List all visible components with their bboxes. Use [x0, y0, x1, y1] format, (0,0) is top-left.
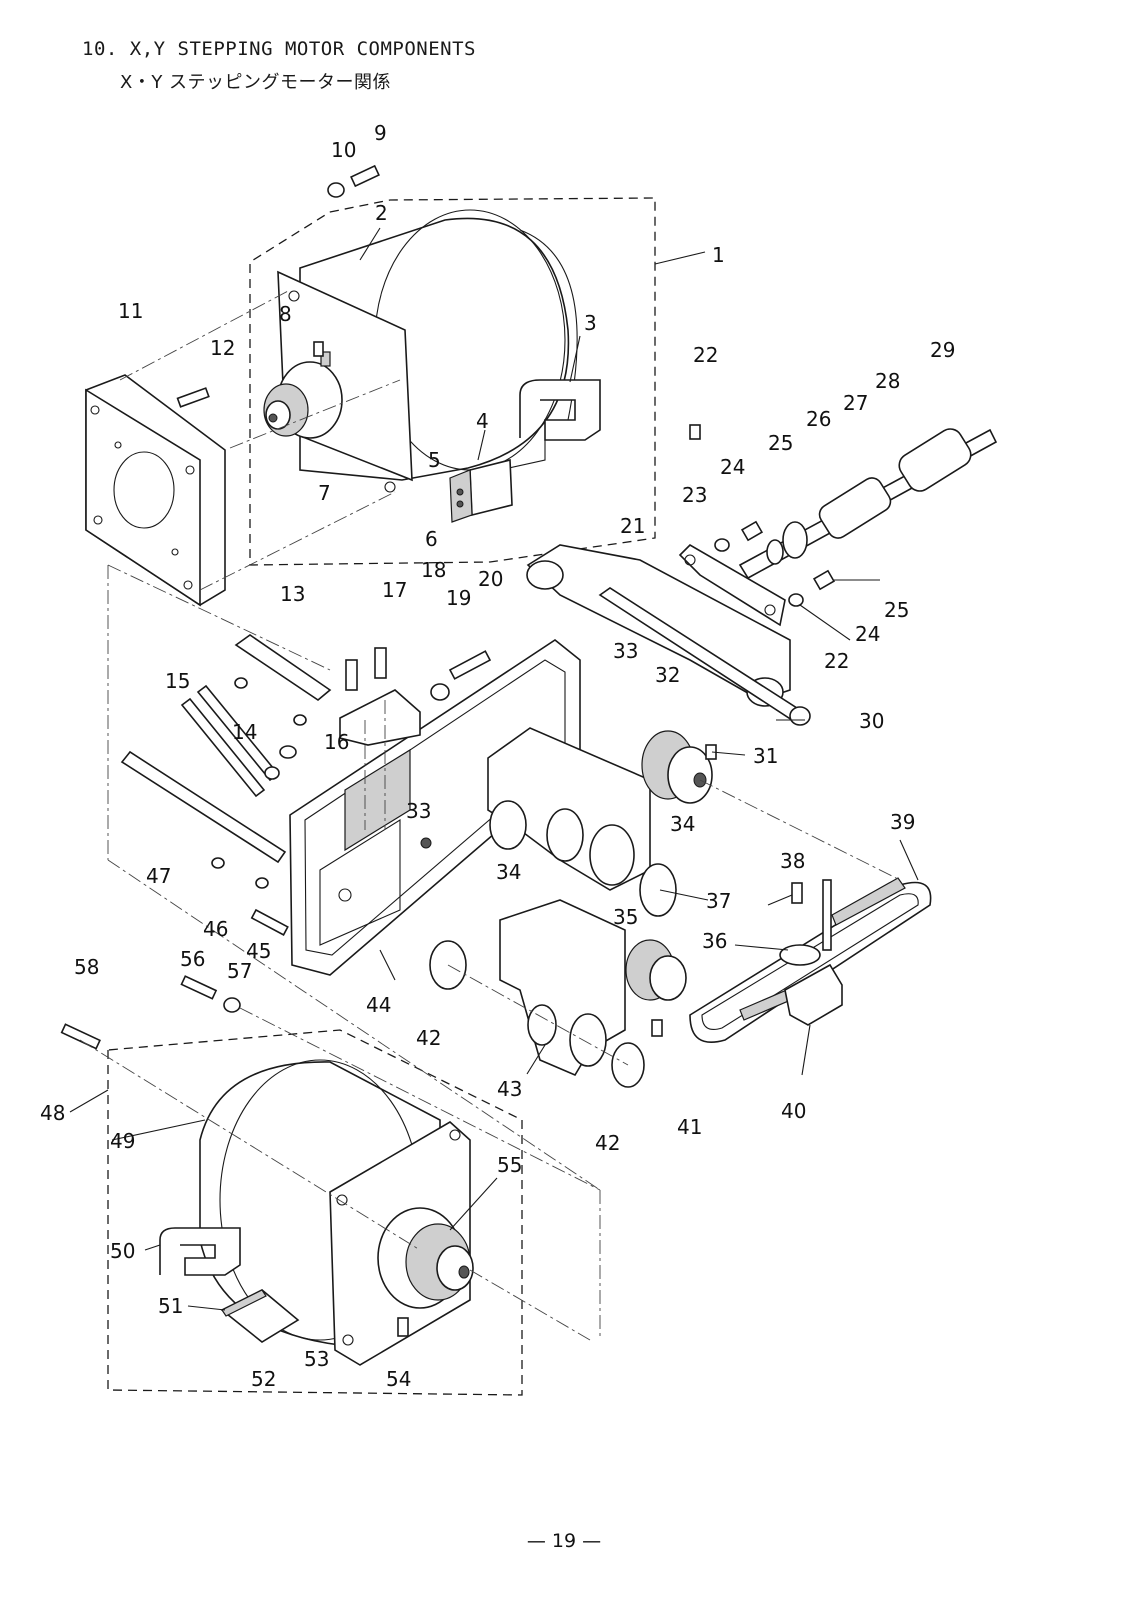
label-22b: 22	[824, 649, 849, 673]
label-33: 33	[613, 639, 638, 663]
label-27: 27	[843, 391, 868, 415]
label-17: 17	[382, 578, 407, 602]
label-24b: 24	[855, 622, 880, 646]
upper-fasteners	[176, 164, 701, 440]
base-frame-44	[289, 639, 651, 976]
label-30: 30	[859, 709, 884, 733]
page-number: — 19 —	[526, 1530, 602, 1552]
projection-lines	[79, 289, 901, 1341]
belt-and-clamp	[689, 877, 932, 1043]
label-13: 13	[280, 582, 305, 606]
label-4: 4	[476, 409, 489, 433]
label-34: 34	[496, 860, 521, 884]
title-english: 10. X,Y STEPPING MOTOR COMPONENTS	[82, 38, 476, 60]
upper-motor-assembly	[249, 197, 656, 566]
label-15: 15	[165, 669, 190, 693]
label-46: 46	[203, 917, 228, 941]
label-12: 12	[210, 336, 235, 360]
part-number-labels: 1 2 3 4 5 6 7 8 9 10 11 12 13 14 15 16 1…	[40, 121, 955, 1391]
label-31: 31	[753, 744, 778, 768]
label-18: 18	[421, 558, 446, 582]
pulleys	[429, 730, 717, 1088]
label-29: 29	[930, 338, 955, 362]
label-16: 16	[324, 730, 349, 754]
label-1: 1	[712, 243, 725, 267]
label-47: 47	[146, 864, 171, 888]
label-28: 28	[875, 369, 900, 393]
label-11: 11	[118, 299, 143, 323]
label-39: 39	[890, 810, 915, 834]
label-54: 54	[386, 1367, 411, 1391]
label-7: 7	[318, 481, 331, 505]
label-25b: 25	[884, 598, 909, 622]
page-heading: 10. X,Y STEPPING MOTOR COMPONENTS X・Y ステ…	[82, 38, 476, 94]
label-42b: 42	[595, 1131, 620, 1155]
label-49: 49	[110, 1129, 135, 1153]
mounting-plate-11	[85, 374, 226, 607]
label-8: 8	[279, 302, 292, 326]
label-40: 40	[781, 1099, 806, 1123]
label-23: 23	[682, 483, 707, 507]
label-2: 2	[375, 201, 388, 225]
label-41: 41	[677, 1115, 702, 1139]
label-35: 35	[613, 905, 638, 929]
label-3: 3	[584, 311, 597, 335]
label-22: 22	[693, 343, 718, 367]
label-51: 51	[158, 1294, 183, 1318]
bracket-43	[499, 899, 626, 1077]
label-56: 56	[180, 947, 205, 971]
label-38: 38	[780, 849, 805, 873]
label-33b: 33	[406, 799, 431, 823]
label-44: 44	[366, 993, 391, 1017]
label-14: 14	[232, 720, 257, 744]
label-10: 10	[331, 138, 356, 162]
label-5: 5	[428, 448, 441, 472]
lower-motor-assembly	[107, 1029, 523, 1396]
title-japanese: X・Y ステッピングモーター関係	[120, 72, 392, 93]
label-36: 36	[702, 929, 727, 953]
label-6: 6	[425, 527, 438, 551]
label-43: 43	[497, 1077, 522, 1101]
label-45: 45	[246, 939, 271, 963]
label-21: 21	[620, 514, 645, 538]
shafts-and-screws	[120, 634, 332, 889]
label-48: 48	[40, 1101, 65, 1125]
label-53: 53	[304, 1347, 329, 1371]
label-42: 42	[416, 1026, 441, 1050]
label-55: 55	[497, 1153, 522, 1177]
lower-fasteners	[60, 908, 289, 1050]
slide-bar-group	[526, 428, 998, 726]
label-20: 20	[478, 567, 503, 591]
label-37: 37	[706, 889, 731, 913]
label-9: 9	[374, 121, 387, 145]
label-19: 19	[446, 586, 471, 610]
bracket-18-and-screws	[339, 647, 492, 746]
leader-lines	[69, 227, 919, 1311]
label-52: 52	[251, 1367, 276, 1391]
label-57: 57	[227, 959, 252, 983]
label-58: 58	[74, 955, 99, 979]
label-34b: 34	[670, 812, 695, 836]
label-25: 25	[768, 431, 793, 455]
label-32: 32	[655, 663, 680, 687]
label-26: 26	[806, 407, 831, 431]
label-50: 50	[110, 1239, 135, 1263]
label-24: 24	[720, 455, 745, 479]
